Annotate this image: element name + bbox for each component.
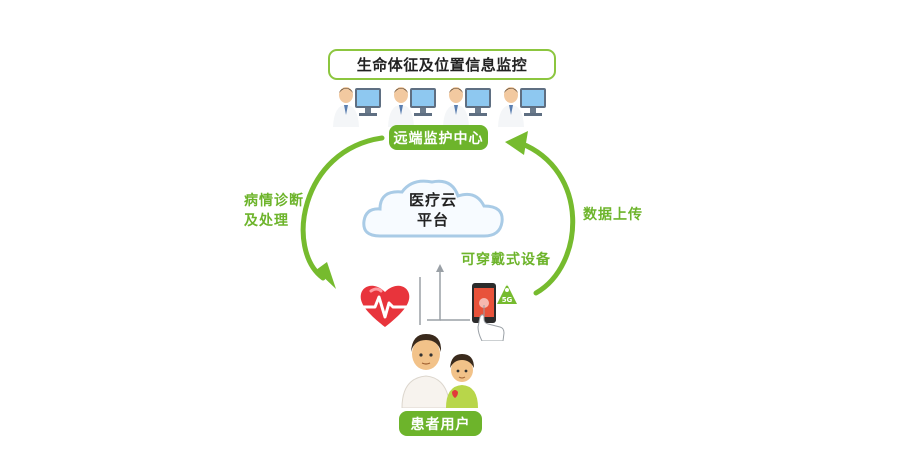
arrow-icon <box>300 135 385 281</box>
arrow-icon <box>517 140 576 296</box>
patient-users-label: 患者用户 <box>399 411 482 436</box>
device-label: 可穿戴式设备 <box>461 252 551 268</box>
doctor-icon <box>333 87 381 127</box>
doctors-row <box>333 83 548 129</box>
monitor-center-label: 远端监护中心 <box>389 125 488 150</box>
arrow-icon <box>316 262 336 289</box>
cloud-icon <box>362 179 504 238</box>
heart-icon <box>360 285 410 327</box>
arrow-icon <box>427 268 441 321</box>
diagnosis-line2: 及处理 <box>244 213 289 229</box>
doctor-icon <box>443 87 491 127</box>
doctor-icon <box>498 87 546 127</box>
doctor-icon <box>388 87 436 127</box>
phone-icon <box>472 283 505 341</box>
arrow-icon <box>505 131 528 155</box>
signal-badge: 5G <box>502 296 513 304</box>
cloud-line2: 平台 <box>416 211 449 229</box>
arrow-icon <box>436 264 444 272</box>
monitor-title: 生命体征及位置信息监控 <box>328 49 556 80</box>
cloud-line1: 医疗云 <box>408 191 457 209</box>
patients-icon <box>401 334 478 408</box>
diagnosis-label: 病情诊断 及处理 <box>244 191 304 231</box>
cloud-platform-label: 医疗云 平台 <box>400 190 466 230</box>
diagnosis-line1: 病情诊断 <box>244 193 304 209</box>
signal-icon: 5G <box>497 284 517 304</box>
upload-label: 数据上传 <box>583 207 643 223</box>
